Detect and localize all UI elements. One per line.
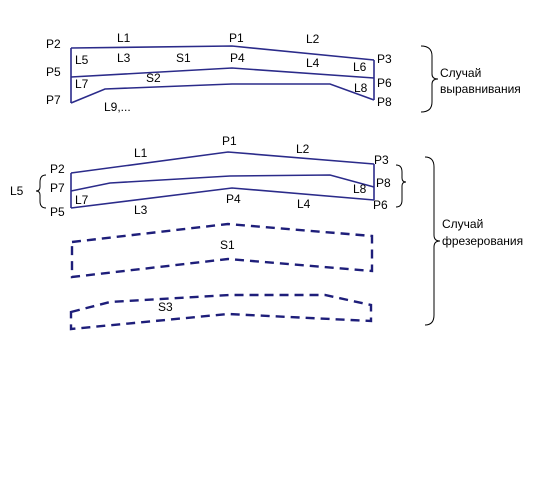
label-l8-bottom: L8	[353, 182, 367, 196]
leveling-bottom-edge	[70, 83, 375, 104]
leveling-diagram: P2 L1 P1 L2 P3 L5 L3 S1 P4 L4 L6 P5 L7 S…	[46, 31, 521, 114]
leveling-case-label-line1: Случай	[440, 66, 481, 80]
label-l7-top: L7	[75, 77, 89, 91]
dashed-outline-s1	[70, 222, 374, 279]
label-p1-top: P1	[229, 31, 244, 45]
label-l8-top: L8	[354, 81, 368, 95]
leveling-right-brace	[420, 45, 439, 113]
label-p3-top: P3	[377, 52, 392, 66]
label-s1-top: S1	[176, 51, 191, 65]
milling-right-small-brace	[395, 164, 407, 208]
label-l2-bottom: L2	[296, 142, 310, 156]
milling-middle-edge	[70, 174, 375, 192]
label-p1-bottom: P1	[222, 134, 237, 148]
milling-case-label-line1: Случай	[442, 217, 483, 231]
label-l3-bottom: L3	[134, 203, 148, 217]
label-p7-top: P7	[46, 93, 61, 107]
label-l5-top: L5	[75, 53, 89, 67]
label-l2-top: L2	[306, 32, 320, 46]
label-p6-bottom: P6	[373, 198, 388, 212]
label-p6-top: P6	[377, 76, 392, 90]
label-l4-top: L4	[306, 56, 320, 70]
label-p8-bottom: P8	[376, 176, 391, 190]
label-l9-top: L9,...	[104, 100, 131, 114]
label-s1-dashed: S1	[220, 238, 235, 252]
leveling-case-label-line2: выравнивания	[440, 82, 521, 96]
label-s3-dashed: S3	[158, 300, 173, 314]
label-p3-bottom: P3	[374, 153, 389, 167]
milling-case-label-line2: фрезерования	[442, 234, 523, 248]
milling-top-edge	[70, 151, 375, 174]
label-p4-top: P4	[230, 51, 245, 65]
milling-bottom-edge	[70, 187, 375, 209]
milling-right-brace	[424, 156, 441, 326]
label-s2-top: S2	[146, 71, 161, 85]
label-l7-bottom: L7	[75, 193, 89, 207]
label-l1-bottom: L1	[134, 146, 148, 160]
label-p8-top: P8	[377, 95, 392, 109]
label-l5-bottom: L5	[10, 184, 24, 198]
label-l6-top: L6	[353, 60, 367, 74]
label-p7-bottom: P7	[50, 181, 65, 195]
label-l4-bottom: L4	[297, 197, 311, 211]
leveling-middle-edge	[70, 67, 375, 79]
label-l3-top: L3	[117, 51, 131, 65]
label-p5-bottom: P5	[50, 205, 65, 219]
milling-diagram: P2 L1 P1 L2 P3 L5 P7 L7 P5 L3 P4 L4 L8 P…	[10, 134, 523, 331]
label-p5-top: P5	[46, 65, 61, 79]
label-p2-bottom: P2	[50, 162, 65, 176]
label-p2-top: P2	[46, 37, 61, 51]
milling-left-brace	[35, 174, 47, 209]
leveling-top-edge	[70, 45, 375, 61]
label-l1-top: L1	[117, 31, 131, 45]
dashed-outline-s3	[69, 293, 373, 331]
label-p4-bottom: P4	[226, 192, 241, 206]
